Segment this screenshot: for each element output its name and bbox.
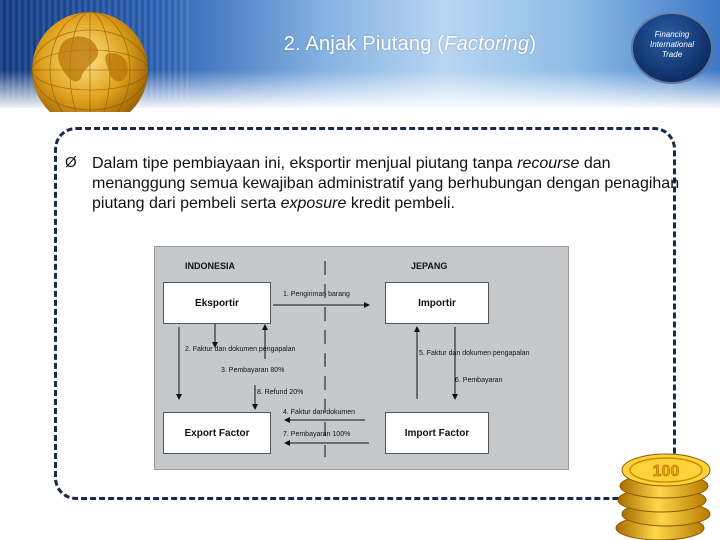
country-indonesia: INDONESIA (185, 261, 236, 271)
factoring-diagram: INDONESIA JEPANG Eksportir Importir Expo… (154, 246, 569, 470)
step-2-label: 2. Faktur dan dokumen pengapalan (185, 346, 296, 353)
box-export-factor: Export Factor (163, 412, 271, 454)
bullet-part-2: dan menanggung semua kewajiban administr… (92, 155, 680, 212)
title-suffix: ) (529, 33, 537, 55)
step-5-label: 5. Faktur dan dokumen pengapalan (419, 350, 530, 357)
page-title: 2. Anjak Piutang (Factoring) (200, 26, 620, 62)
bullet-part-1: Dalam tipe pembiayaan ini, eksportir men… (92, 155, 518, 172)
badge-line-1: Financing (654, 30, 690, 39)
box-importir: Importir (385, 282, 489, 324)
badge-line-2: International (649, 40, 695, 49)
bullet-marker: Ø (65, 154, 77, 171)
bullet-italic-2: exposure (280, 195, 347, 212)
step-4-label: 4. Faktur dan dokumen (283, 409, 355, 416)
step-3-label: 3. Pembayaran 80% (221, 367, 285, 374)
bullet-part-3: kredit pembeli. (346, 195, 455, 212)
step-1-label: 1. Pengiriman barang (283, 291, 350, 298)
step-8-label: 8. Refund 20% (257, 389, 304, 396)
content-panel (54, 127, 676, 500)
box-eksportir: Eksportir (163, 282, 271, 324)
logo-badge: Financing International Trade (631, 12, 713, 84)
coin-stack-icon: 100 (615, 453, 711, 540)
diagram-arrows (176, 261, 458, 457)
bullet-italic-1: recourse (517, 155, 580, 172)
title-prefix: 2. Anjak Piutang ( (283, 33, 445, 55)
badge-text: Financing International Trade (631, 30, 713, 60)
coin-label: 100 (653, 463, 680, 480)
country-jepang: JEPANG (411, 261, 448, 271)
badge-line-3: Trade (661, 50, 683, 59)
box-import-factor: Import Factor (385, 412, 489, 454)
step-7-label: 7. Pembayaran 100% (283, 431, 351, 438)
title-italic: Factoring (444, 33, 530, 55)
globe-icon (31, 11, 149, 112)
bullet-text: Dalam tipe pembiayaan ini, eksportir men… (92, 154, 682, 214)
step-6-label: 6. Pembayaran (455, 377, 503, 384)
